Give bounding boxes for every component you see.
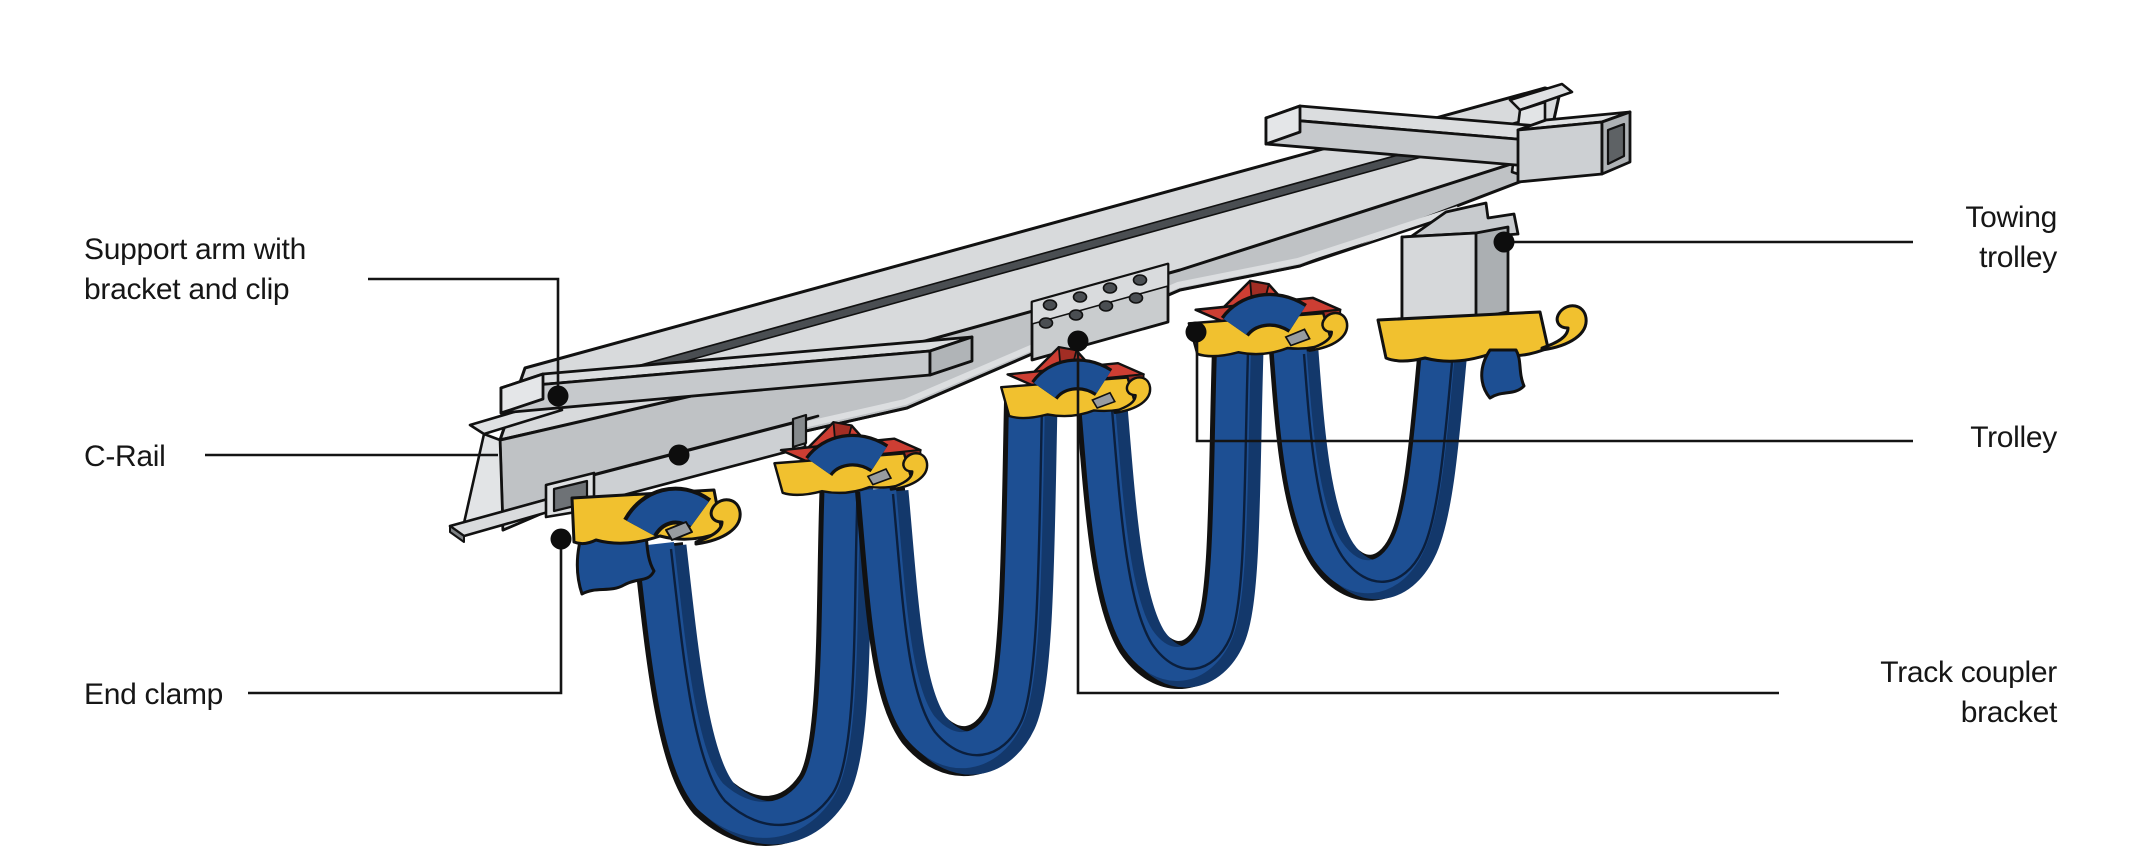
- cable-loop-4: [1269, 345, 1468, 601]
- arm-bracket-collar: [1516, 110, 1632, 184]
- track-coupler-plate: [1030, 262, 1170, 362]
- label-track-coupler-line2: bracket: [1960, 696, 2058, 729]
- rail-left-bottom-flange-edge: [449, 525, 465, 543]
- towing-box-front: [1400, 231, 1478, 322]
- support-arm-left: [499, 335, 974, 415]
- leader-support-arm: [368, 277, 560, 389]
- rail-right-flange-tip: [1508, 82, 1574, 112]
- coupler-bolts: [1038, 274, 1148, 329]
- label-towing-trolley-line1: Towing: [1965, 201, 2057, 234]
- festoon-cable-loops: [633, 345, 1468, 846]
- end-clamp: [570, 486, 742, 596]
- dot-track-coupler: [1067, 330, 1089, 352]
- support-arm-right: [1264, 104, 1632, 184]
- label-towing-trolley-line2: trolley: [1979, 241, 2057, 274]
- towing-saddle-curl: [1540, 304, 1588, 352]
- label-towing-trolley: Towing trolley: [1757, 198, 2057, 278]
- end-clamp-roller: [665, 521, 693, 541]
- cable-tail-towing: [1480, 348, 1526, 400]
- dot-support-arm: [547, 385, 569, 407]
- cable-loop-2: [855, 400, 1058, 777]
- trolley-3: [1189, 281, 1347, 356]
- label-support-arm: Support arm with bracket and clip: [84, 230, 306, 310]
- dot-towing-trolley: [1493, 231, 1515, 253]
- label-track-coupler-bracket: Track coupler bracket: [1707, 653, 2057, 733]
- label-support-arm-line2: bracket and clip: [84, 273, 290, 306]
- cable-loop-3: [1076, 346, 1264, 689]
- leader-lines: [205, 240, 1913, 695]
- leader-trolley: [1195, 336, 1913, 443]
- dot-end-clamp: [550, 528, 572, 550]
- towing-trolley: [1376, 201, 1588, 400]
- arm-left-end-cap: [499, 372, 545, 415]
- dot-c-rail: [668, 444, 690, 466]
- arm-right-near-end-cap: [1264, 104, 1302, 146]
- leader-end-clamp: [248, 546, 563, 695]
- label-c-rail: C-Rail: [84, 440, 166, 473]
- label-end-clamp: End clamp: [84, 678, 224, 711]
- label-track-coupler-line1: Track coupler: [1880, 656, 2057, 689]
- end-clamp-cable-crest: [626, 490, 709, 537]
- annotation-dots: [547, 231, 1515, 550]
- tube-right-opening: [791, 413, 808, 449]
- collar-opening: [1606, 122, 1626, 166]
- arm-far-end-cap: [928, 335, 974, 377]
- leader-track-coupler: [1076, 352, 1779, 695]
- dot-trolley: [1185, 321, 1207, 343]
- towing-saddle-band: [1376, 310, 1550, 363]
- label-trolley: Trolley: [1970, 421, 2057, 454]
- cable-loop-1: [633, 475, 874, 846]
- label-support-arm-line1: Support arm with: [84, 233, 306, 266]
